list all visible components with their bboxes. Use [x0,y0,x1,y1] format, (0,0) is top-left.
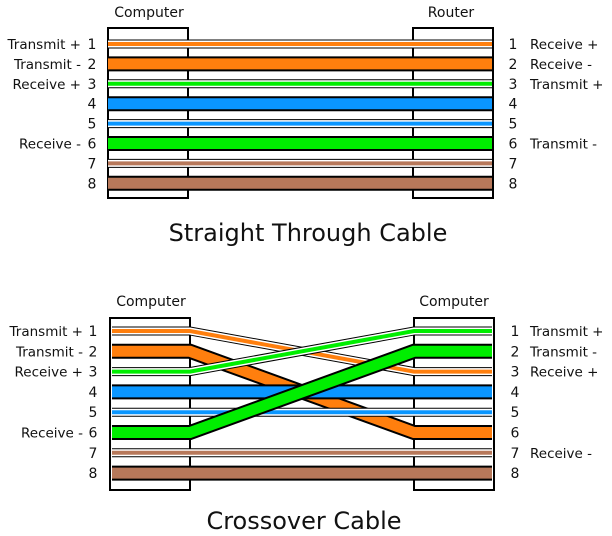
crossover-left-header: Computer [116,294,186,310]
right-pin-label: Transmit + [529,77,603,93]
left-pin-number: 4 [88,97,97,113]
right-pin-number: 1 [509,37,518,53]
right-pin-label: Receive + [530,365,598,381]
left-pin-number: 2 [88,57,97,73]
left-pin-number: 1 [89,324,98,340]
right-pin-number: 3 [511,365,520,381]
right-pin-number: 5 [511,405,520,421]
right-pin-number: 7 [511,446,520,462]
left-pin-number: 4 [89,385,98,401]
wire-core [112,329,492,374]
left-pin-label: Receive + [15,365,83,381]
left-pin-number: 6 [88,137,97,153]
straight-left-header: Computer [114,5,184,21]
left-pin-number: 1 [88,37,97,53]
left-pin-label: Transmit - [15,344,83,360]
crossover-right-header: Computer [419,294,489,310]
right-pin-number: 2 [511,344,520,360]
right-pin-label: Transmit - [529,137,597,153]
left-pin-number: 8 [88,176,97,192]
crossover-wires [112,326,492,481]
right-pin-number: 5 [509,117,518,133]
left-pin-label: Receive - [19,137,81,153]
left-pin-number: 3 [88,77,97,93]
crossover-labels: 1 1 Transmit + Transmit + 2 2 Transmit - Transm… [9,324,604,482]
crossover-section: Computer Computer 1 1 Transmit + Transmit +… [9,294,604,535]
straight-right-header: Router [428,5,475,21]
right-pin-number: 7 [509,156,518,172]
right-pin-number: 8 [509,176,518,192]
right-pin-number: 6 [511,426,520,442]
left-pin-number: 2 [89,344,98,360]
wire-3-to-1 [112,326,492,377]
right-pin-label: Transmit - [529,344,597,360]
wire-6-to-2 [112,343,492,440]
crossover-title: Crossover Cable [206,507,401,535]
left-pin-number: 5 [89,405,98,421]
right-pin-label: Receive + [530,37,598,53]
right-pin-label: Receive - [530,446,592,462]
left-pin-number: 3 [89,365,98,381]
left-pin-number: 6 [89,426,98,442]
right-pin-number: 3 [509,77,518,93]
straight-title: Straight Through Cable [169,219,448,247]
right-pin-number: 4 [511,385,520,401]
straight-left-connector [107,27,189,199]
left-pin-number: 5 [88,117,97,133]
left-pin-label: Transmit - [13,57,81,73]
straight-right-connector [412,27,494,199]
right-pin-number: 4 [509,97,518,113]
left-pin-label: Receive + [13,77,81,93]
right-pin-label: Receive - [530,57,592,73]
right-pin-number: 2 [509,57,518,73]
left-pin-number: 7 [88,156,97,172]
straight-wires [108,39,492,191]
right-pin-number: 1 [511,324,520,340]
left-pin-number: 8 [89,466,98,482]
right-pin-label: Transmit + [529,324,603,340]
right-pin-number: 8 [511,466,520,482]
left-pin-label: Transmit + [9,324,83,340]
left-pin-label: Receive - [21,426,83,442]
left-pin-label: Transmit + [7,37,81,53]
wire-core [112,345,492,438]
left-pin-number: 7 [89,446,98,462]
right-pin-number: 6 [509,137,518,153]
